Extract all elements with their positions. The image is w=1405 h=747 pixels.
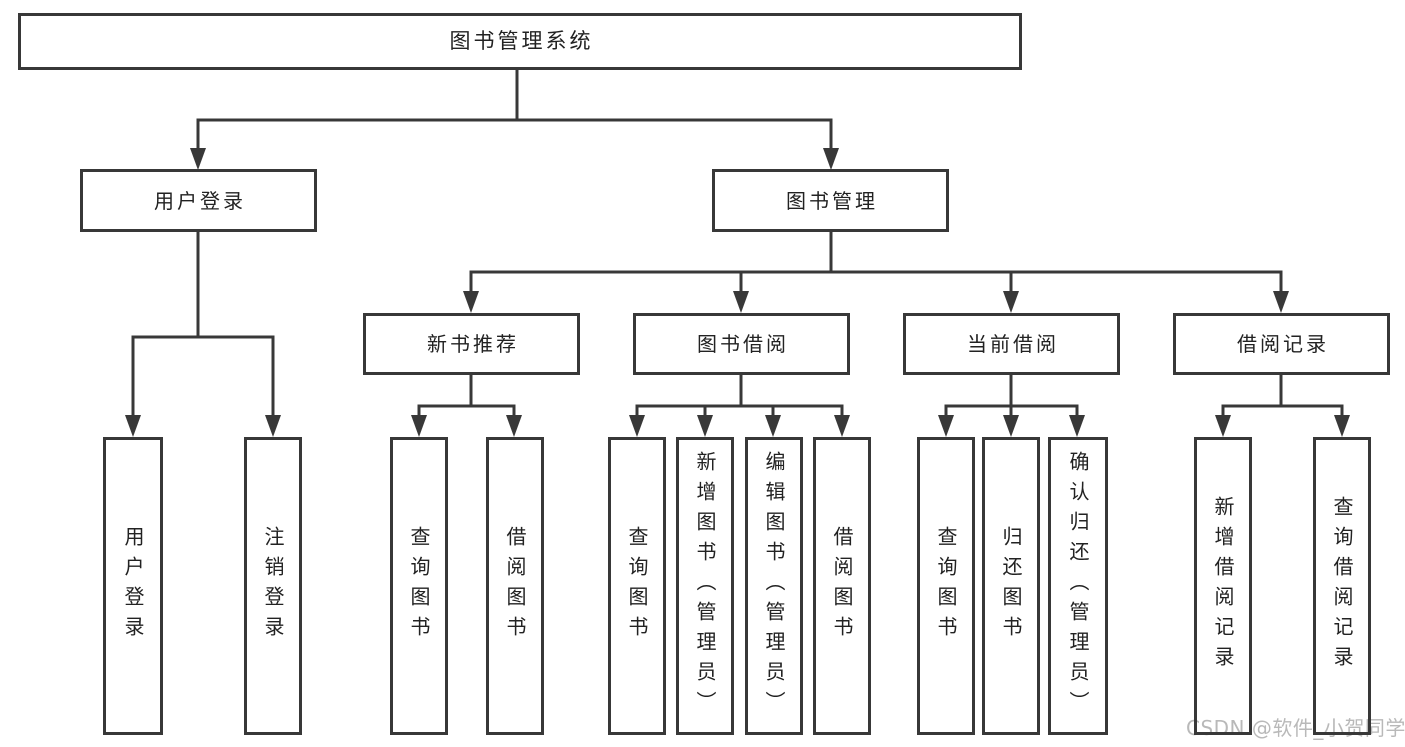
- leaf-add-borrow-record: 新增借阅记录: [1194, 437, 1252, 735]
- node-new-book-recommend-label: 新书推荐: [427, 332, 519, 356]
- node-root: 图书管理系统: [18, 13, 1022, 70]
- leaf-label: 注销登录: [261, 526, 285, 646]
- node-book-borrow: 图书借阅: [633, 313, 850, 375]
- node-new-book-recommend: 新书推荐: [363, 313, 580, 375]
- leaf-return-books: 归还图书: [982, 437, 1040, 735]
- node-borrow-records-label: 借阅记录: [1237, 332, 1329, 356]
- leaf-label: 查询图书: [934, 526, 958, 646]
- node-current-borrow: 当前借阅: [903, 313, 1120, 375]
- leaf-borrow-books-recommend: 借阅图书: [486, 437, 544, 735]
- node-borrow-records: 借阅记录: [1173, 313, 1390, 375]
- node-book-management-label: 图书管理: [786, 188, 878, 213]
- leaf-logout: 注销登录: [244, 437, 302, 735]
- leaf-label: 借阅图书: [830, 526, 854, 646]
- leaf-edit-books-admin: 编辑图书（管理员）: [745, 437, 803, 735]
- leaf-label: 查询图书: [625, 526, 649, 646]
- leaf-query-borrow-record: 查询借阅记录: [1313, 437, 1371, 735]
- leaf-label: 新增借阅记录: [1211, 496, 1235, 676]
- leaf-query-books-recommend: 查询图书: [390, 437, 448, 735]
- node-book-borrow-label: 图书借阅: [697, 332, 789, 356]
- leaf-add-books-admin: 新增图书（管理员）: [676, 437, 734, 735]
- leaf-label: 确认归还（管理员）: [1066, 451, 1090, 721]
- leaf-label: 借阅图书: [503, 526, 527, 646]
- node-user-login-label: 用户登录: [154, 188, 246, 213]
- leaf-label: 用户登录: [121, 526, 145, 646]
- leaf-label: 编辑图书（管理员）: [762, 451, 786, 721]
- node-book-management: 图书管理: [712, 169, 949, 232]
- leaf-label: 归还图书: [999, 526, 1023, 646]
- leaf-label: 查询图书: [407, 526, 431, 646]
- leaf-confirm-return-admin: 确认归还（管理员）: [1048, 437, 1108, 735]
- leaf-label: 查询借阅记录: [1330, 496, 1354, 676]
- node-root-label: 图书管理系统: [449, 28, 594, 53]
- leaf-label: 新增图书（管理员）: [693, 451, 717, 721]
- node-current-borrow-label: 当前借阅: [967, 332, 1059, 356]
- node-user-login: 用户登录: [80, 169, 317, 232]
- leaf-query-books-current: 查询图书: [917, 437, 975, 735]
- leaf-user-login: 用户登录: [103, 437, 163, 735]
- leaf-borrow-books: 借阅图书: [813, 437, 871, 735]
- leaf-query-books-borrow: 查询图书: [608, 437, 666, 735]
